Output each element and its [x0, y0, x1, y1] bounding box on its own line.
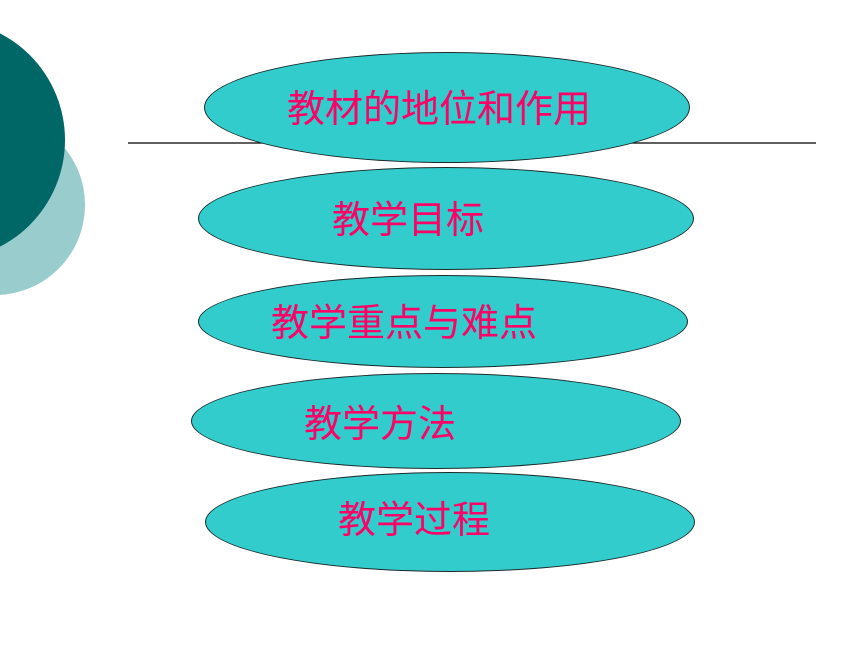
light-teal-circle [0, 115, 85, 295]
topic-label-teaching-methods: 教学方法 [304, 402, 457, 446]
topic-label-key-points: 教学重点与难点 [271, 301, 538, 345]
dark-teal-circle [0, 33, 65, 247]
topic-label-teaching-process: 教学过程 [338, 498, 491, 542]
topic-label-textbook-role: 教材的地位和作用 [287, 87, 592, 131]
topic-oval-textbook-role[interactable]: 教材的地位和作用 [204, 52, 690, 163]
topic-oval-key-points[interactable]: 教学重点与难点 [198, 275, 688, 368]
topic-label-teaching-goals: 教学目标 [332, 198, 485, 242]
topic-oval-teaching-methods[interactable]: 教学方法 [191, 373, 681, 469]
topic-oval-teaching-goals[interactable]: 教学目标 [198, 167, 694, 270]
topic-oval-teaching-process[interactable]: 教学过程 [205, 472, 695, 572]
